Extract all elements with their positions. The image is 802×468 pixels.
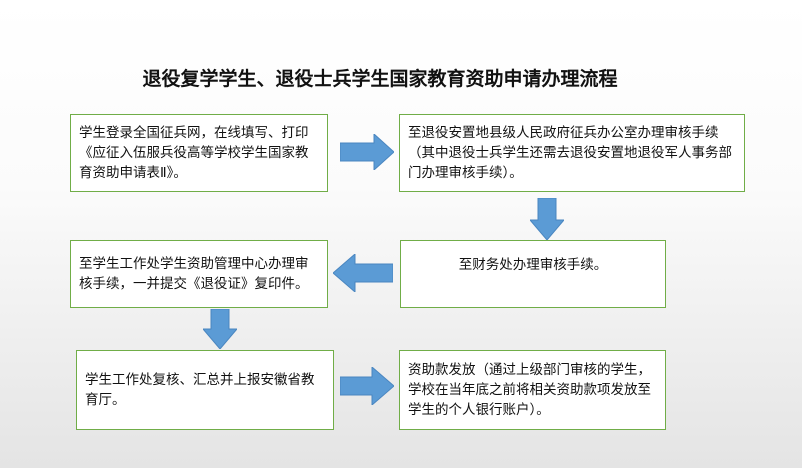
step-3-text: 至财务处办理审核手续。 (458, 257, 608, 273)
arrow-right-icon (340, 134, 394, 170)
step-1-box: 学生登录全国征兵网，在线填写、打印《应征入伍服兵役高等学校学生国家教育资助申请表… (70, 114, 328, 192)
arrow-left-icon (333, 254, 393, 292)
step-4-text: 至学生工作处学生资助管理中心办理审核手续，一并提交《退役证》复印件。 (79, 256, 309, 292)
step-2-text: 至退役安置地县级人民政府征兵办公室办理审核手续（其中退役士兵学生还需去退役安置地… (408, 125, 732, 181)
step-4-box: 至学生工作处学生资助管理中心办理审核手续，一并提交《退役证》复印件。 (70, 240, 328, 308)
diagram-title: 退役复学学生、退役士兵学生国家教育资助申请办理流程 (142, 68, 618, 90)
step-5-box: 学生工作处复核、汇总并上报安徽省教育厅。 (76, 350, 334, 430)
arrow-right-icon (340, 367, 394, 405)
step-5-text: 学生工作处复核、汇总并上报安徽省教育厅。 (85, 372, 315, 408)
step-1-text: 学生登录全国征兵网，在线填写、打印《应征入伍服兵役高等学校学生国家教育资助申请表… (79, 125, 309, 181)
step-6-text: 资助款发放（通过上级部门审核的学生，学校在当年底之前将相关资助款项发放至学生的个… (408, 362, 651, 418)
step-2-box: 至退役安置地县级人民政府征兵办公室办理审核手续（其中退役士兵学生还需去退役安置地… (399, 114, 745, 192)
arrow-down-icon (203, 309, 237, 349)
step-3-box: 至财务处办理审核手续。 (400, 240, 666, 308)
step-6-box: 资助款发放（通过上级部门审核的学生，学校在当年底之前将相关资助款项发放至学生的个… (399, 350, 666, 430)
arrow-down-icon (530, 198, 564, 240)
